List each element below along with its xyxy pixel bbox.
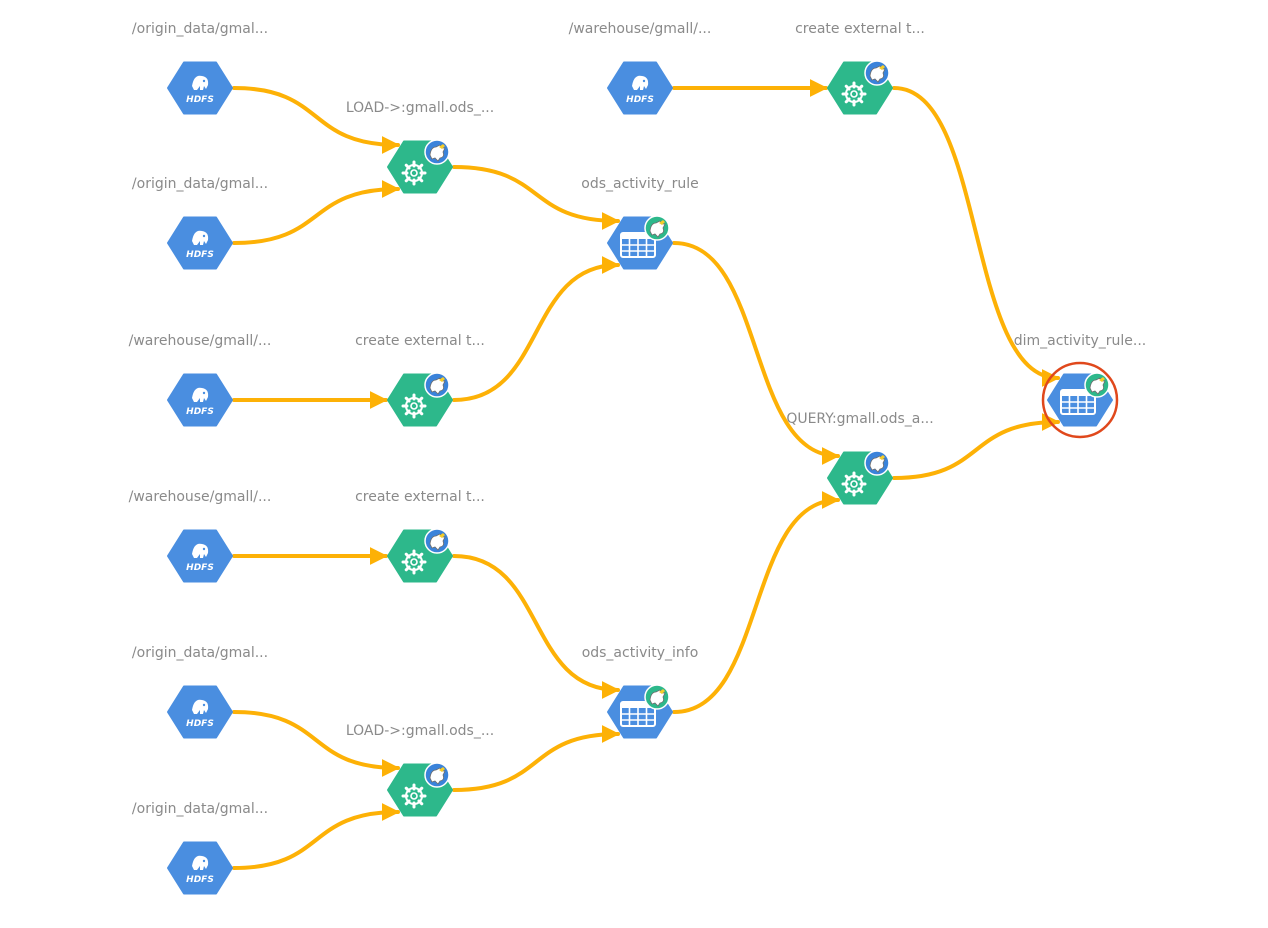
hdfs-text: HDFS	[186, 875, 214, 885]
edge-p5-to-d1	[892, 86, 1060, 387]
hdfs-elephant-icon: HDFS	[186, 699, 214, 729]
node-label: ods_activity_info	[582, 645, 699, 661]
hive-badge-icon	[424, 528, 450, 554]
node-p4-process[interactable]: LOAD->:gmall.ods_...	[346, 723, 494, 817]
node-n2-hdfs[interactable]: /origin_data/gmal... HDFS	[132, 176, 268, 270]
hdfs-text: HDFS	[626, 95, 654, 105]
hdfs-elephant-icon: HDFS	[186, 75, 214, 105]
table-grid-icon	[1060, 389, 1096, 415]
hdfs-elephant-icon: HDFS	[186, 855, 214, 885]
hive-badge-icon	[424, 762, 450, 788]
node-label: dim_activity_rule...	[1014, 333, 1147, 349]
gear-icon	[841, 471, 867, 497]
node-label: LOAD->:gmall.ods_...	[346, 100, 494, 116]
edge-n5-to-p4	[232, 710, 400, 777]
hdfs-text: HDFS	[186, 719, 214, 729]
edge-t2-to-q1	[672, 491, 840, 714]
node-n4-hdfs[interactable]: /warehouse/gmall/... HDFS	[129, 489, 272, 583]
node-q1-process[interactable]: QUERY:gmall.ods_a...	[786, 411, 934, 505]
nodes-layer: /origin_data/gmal... HDFS/origin_data/gma…	[129, 21, 1147, 895]
hdfs-elephant-icon: HDFS	[186, 387, 214, 417]
hdfs-elephant-icon: HDFS	[626, 75, 654, 105]
hive-badge-icon	[864, 60, 890, 86]
edges-layer	[232, 79, 1060, 870]
edge-n6-to-p4	[232, 803, 400, 870]
hdfs-text: HDFS	[186, 95, 214, 105]
hdfs-text: HDFS	[186, 250, 214, 260]
node-p3-process[interactable]: create external t...	[355, 489, 485, 583]
hive-badge-icon	[424, 139, 450, 165]
selected-ring	[1041, 361, 1119, 439]
node-t2-table[interactable]: ods_activity_info	[582, 645, 699, 739]
hive-badge-icon	[644, 215, 670, 241]
node-label: ods_activity_rule	[581, 176, 698, 192]
hdfs-elephant-icon: HDFS	[186, 230, 214, 260]
node-d1-table[interactable]: dim_activity_rule...	[1014, 333, 1147, 439]
hive-badge-icon	[424, 372, 450, 398]
node-label: /warehouse/gmall/...	[569, 21, 712, 37]
hive-badge-icon	[644, 684, 670, 710]
edge-t1-to-q1	[672, 241, 840, 465]
edge-p1-to-t1	[452, 165, 620, 230]
node-label: create external t...	[795, 21, 925, 37]
edge-n2-to-p1	[232, 180, 400, 245]
node-n1-hdfs[interactable]: /origin_data/gmal... HDFS	[132, 21, 268, 115]
gear-icon	[401, 160, 427, 186]
table-grid-icon	[620, 701, 656, 727]
table-grid-icon	[620, 232, 656, 258]
gear-icon	[401, 549, 427, 575]
node-n5-hdfs[interactable]: /origin_data/gmal... HDFS	[132, 645, 268, 739]
edge-q1-to-d1	[892, 413, 1060, 480]
edge-p3-to-t2	[452, 554, 620, 699]
node-label: create external t...	[355, 333, 485, 349]
node-label: QUERY:gmall.ods_a...	[786, 411, 933, 427]
edge-n1-to-p1	[232, 86, 400, 154]
node-t1-table[interactable]: ods_activity_rule	[581, 176, 699, 270]
node-n7-hdfs[interactable]: /warehouse/gmall/... HDFS	[569, 21, 712, 115]
edge-p4-to-t2	[452, 725, 620, 792]
hdfs-text: HDFS	[186, 563, 214, 573]
gear-icon	[401, 393, 427, 419]
node-label: /origin_data/gmal...	[132, 645, 268, 661]
node-label: /origin_data/gmal...	[132, 801, 268, 817]
node-n3-hdfs[interactable]: /warehouse/gmall/... HDFS	[129, 333, 272, 427]
hive-badge-icon	[1084, 372, 1110, 398]
node-p1-process[interactable]: LOAD->:gmall.ods_...	[346, 100, 494, 194]
node-label: /warehouse/gmall/...	[129, 489, 272, 505]
node-label: create external t...	[355, 489, 485, 505]
hdfs-text: HDFS	[186, 407, 214, 417]
gear-icon	[841, 81, 867, 107]
hdfs-elephant-icon: HDFS	[186, 543, 214, 573]
hive-badge-icon	[864, 450, 890, 476]
edge-p2-to-t1	[452, 256, 620, 402]
node-label: /origin_data/gmal...	[132, 21, 268, 37]
gear-icon	[401, 783, 427, 809]
node-p2-process[interactable]: create external t...	[355, 333, 485, 427]
node-n6-hdfs[interactable]: /origin_data/gmal... HDFS	[132, 801, 268, 895]
node-label: /origin_data/gmal...	[132, 176, 268, 192]
node-label: LOAD->:gmall.ods_...	[346, 723, 494, 739]
node-label: /warehouse/gmall/...	[129, 333, 272, 349]
node-p5-process[interactable]: create external t...	[795, 21, 925, 115]
